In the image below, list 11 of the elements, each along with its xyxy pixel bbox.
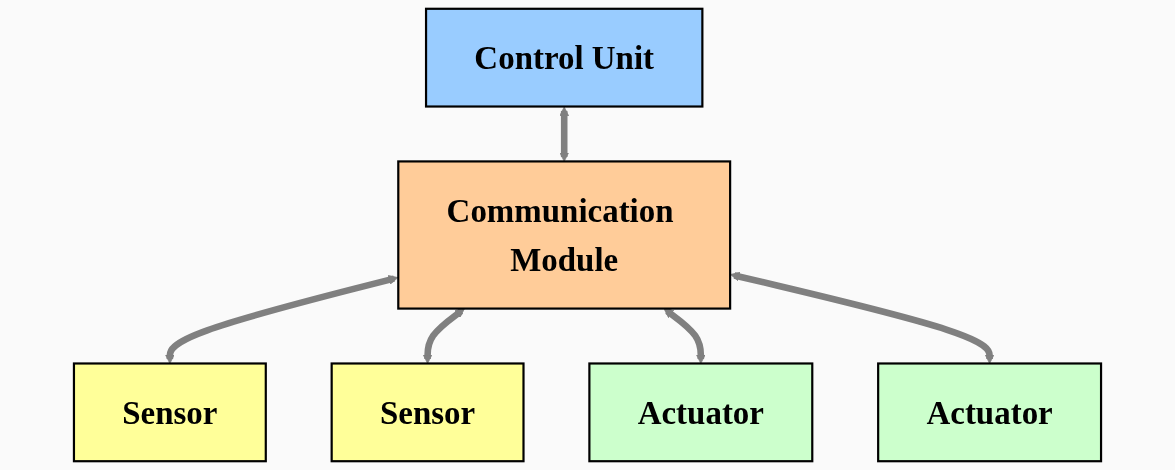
arrow: [422, 308, 465, 364]
node-box: Actuator: [877, 362, 1103, 463]
arrow: [165, 275, 399, 364]
arrow: [663, 308, 706, 364]
node-box: Sensor: [330, 362, 525, 463]
node-box: Control Unit: [424, 7, 704, 108]
arrow: [559, 106, 570, 162]
node-box: Communication Module: [397, 160, 732, 310]
arrow: [730, 271, 995, 364]
node-box: Sensor: [72, 362, 267, 463]
node-box: Actuator: [588, 362, 814, 463]
